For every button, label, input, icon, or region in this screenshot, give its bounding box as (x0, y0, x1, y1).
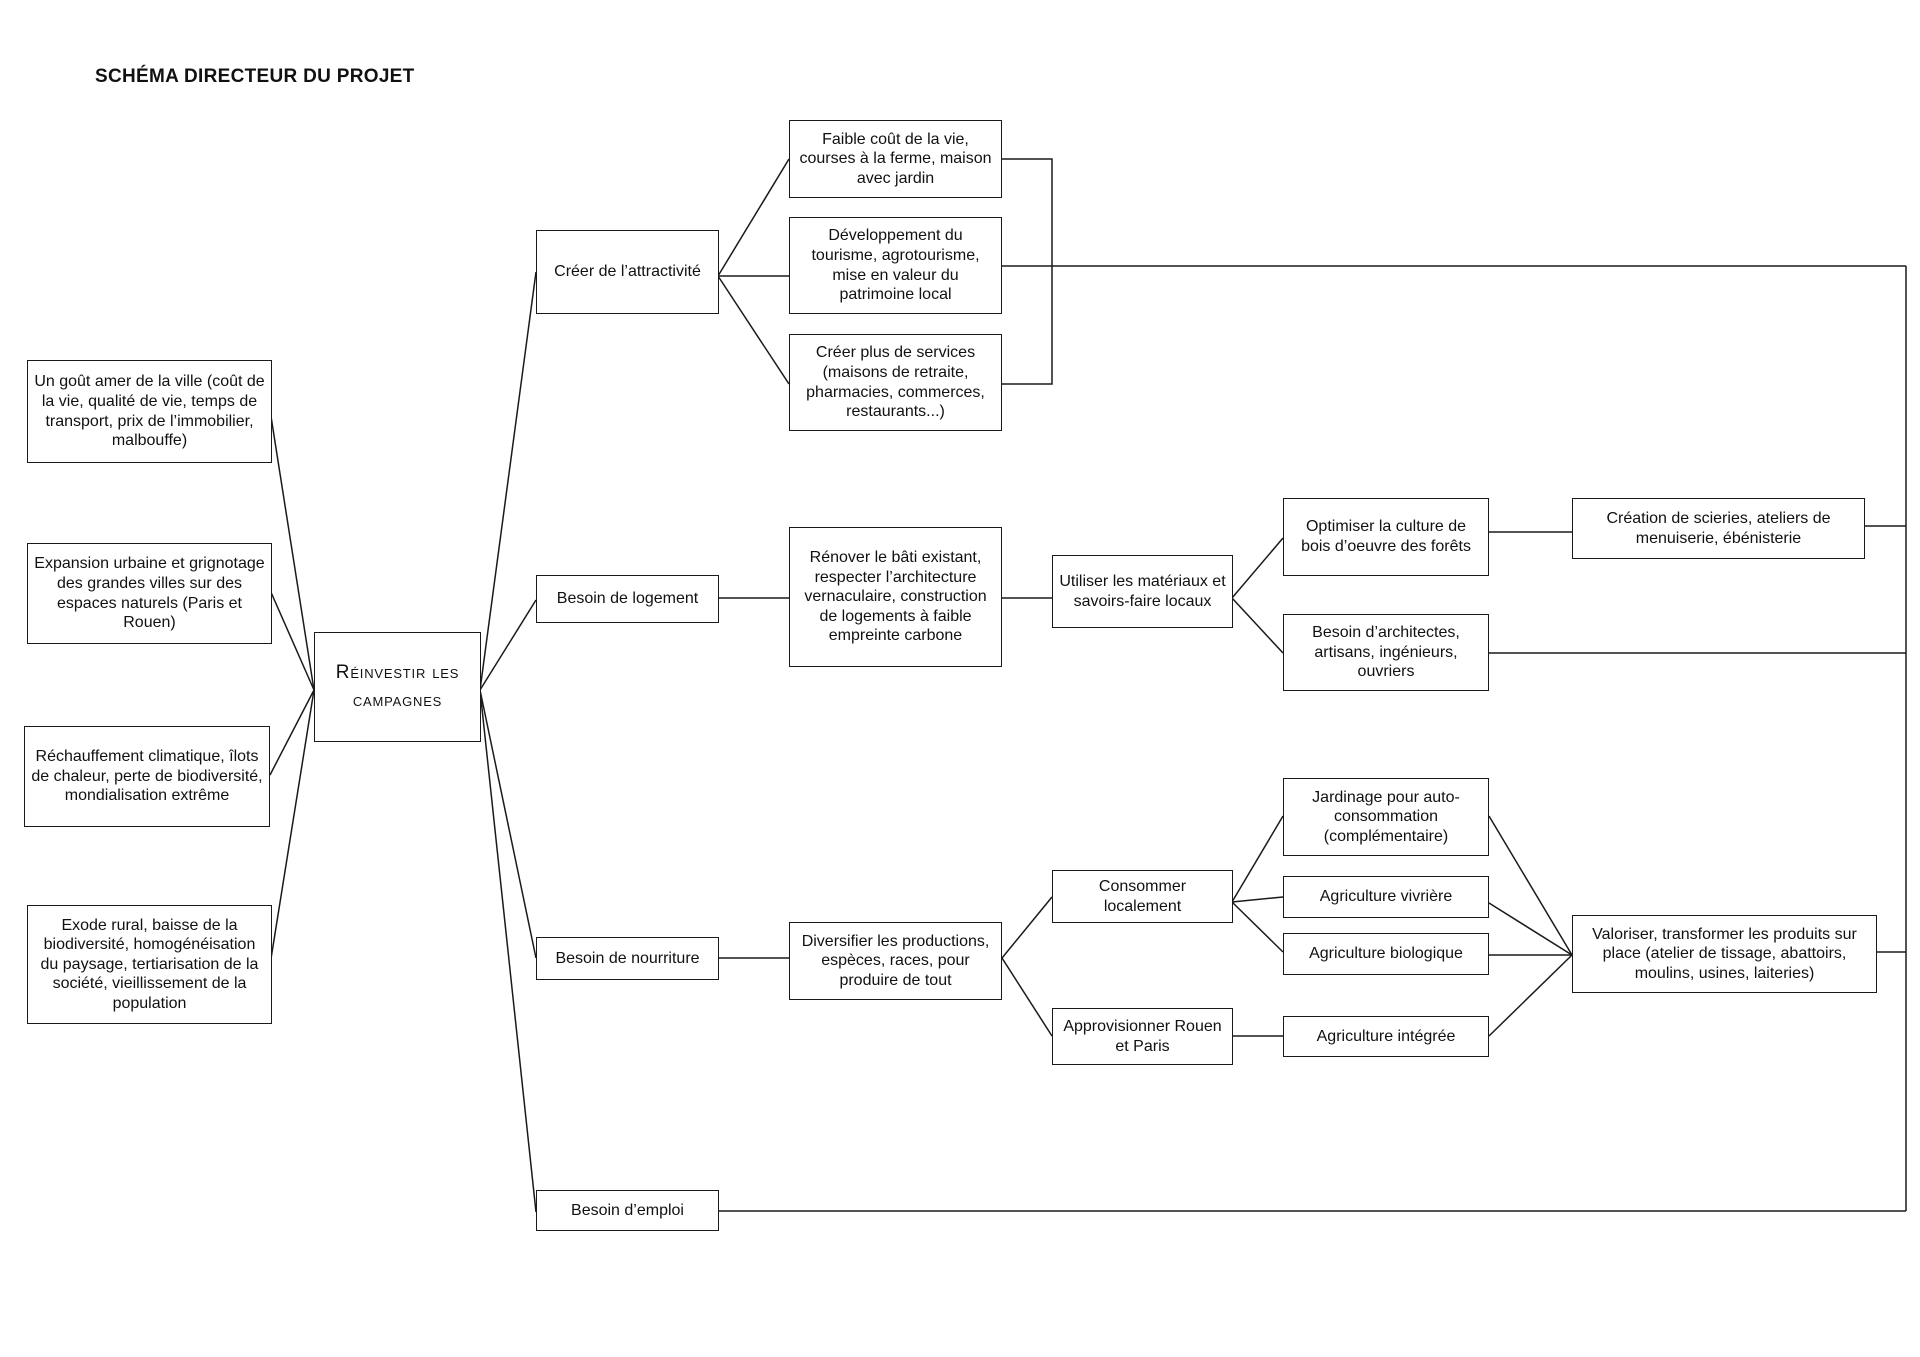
node-besoin-logement: Besoin de logement (536, 575, 719, 623)
link-attract-cout (717, 158, 790, 277)
node-label: Créer plus de services (maisons de retra… (806, 344, 985, 421)
link-central-attract (479, 271, 537, 691)
node-label: Réchauffement climatique, îlots de chale… (31, 748, 263, 805)
node-jardinage: Jardinage pour auto-consommation (complé… (1283, 778, 1489, 856)
node-label: Un goût amer de la ville (coût de la vie… (34, 373, 265, 450)
node-label: Utiliser les matériaux et savoirs-faire … (1059, 572, 1226, 610)
node-agriculture-integree: Agriculture intégrée (1283, 1016, 1489, 1057)
node-label: Consommer localement (1098, 877, 1187, 915)
node-creer-attractivite: Créer de l’attractivité (536, 230, 719, 314)
link-cause1-central (269, 409, 315, 691)
node-label: Besoin de logement (556, 590, 699, 608)
link-consommer-jardinage (1231, 815, 1284, 903)
node-optimiser-bois: Optimiser la culture de bois d’oeuvre de… (1283, 498, 1489, 576)
link-attract-services (717, 275, 790, 385)
node-agriculture-vivriere: Agriculture vivrière (1283, 876, 1489, 918)
node-consommer-localement: Consommer localement (1052, 870, 1233, 923)
link-consommer-bio (1231, 901, 1284, 953)
link-vivriere-valoriser (1488, 902, 1573, 956)
page-title: SCHÉMA DIRECTEUR DU PROJET (95, 66, 415, 87)
node-label: Diversifier les productions, espèces, ra… (801, 932, 990, 989)
node-valoriser-produits: Valoriser, transformer les produits sur … (1572, 915, 1877, 993)
link-jardinage-valoriser (1488, 815, 1573, 956)
node-developpement-tourisme: Développement du tourisme, agrotourisme,… (789, 217, 1002, 314)
link-central-nourriture (479, 689, 537, 959)
link-central-emploi (479, 689, 537, 1213)
node-label: Besoin d’emploi (571, 1201, 684, 1219)
node-cause-gout-amer: Un goût amer de la ville (coût de la vie… (27, 360, 272, 463)
node-label: Agriculture vivrière (1319, 888, 1453, 906)
node-faible-cout-vie: Faible coût de la vie, courses à la ferm… (789, 120, 1002, 198)
node-besoin-nourriture: Besoin de nourriture (536, 937, 719, 980)
link-diversifier-consommer (1001, 896, 1053, 959)
node-approvisionner-rouen-paris: Approvisionner Rouen et Paris (1052, 1008, 1233, 1065)
node-label: Valoriser, transformer les produits sur … (1592, 925, 1857, 982)
node-label: Création de scieries, ateliers de menuis… (1606, 509, 1831, 547)
node-diversifier-productions: Diversifier les productions, espèces, ra… (789, 922, 1002, 1000)
node-utiliser-materiaux: Utiliser les matériaux et savoirs-faire … (1052, 555, 1233, 628)
node-label: Faible coût de la vie, courses à la ferm… (799, 130, 992, 187)
node-label: Besoin d’architectes, artisans, ingénieu… (1312, 624, 1460, 681)
node-cause-rechauffement: Réchauffement climatique, îlots de chale… (24, 726, 270, 827)
node-renover-bati: Rénover le bâti existant, respecter l’ar… (789, 527, 1002, 667)
node-label: Besoin de nourriture (555, 949, 700, 967)
link-materiaux-architectes (1231, 597, 1284, 654)
node-label: Créer de l’attractivité (554, 263, 701, 281)
link-materiaux-bois (1231, 537, 1284, 599)
node-cause-expansion-urbaine: Expansion urbaine et grignotage des gran… (27, 543, 272, 644)
node-besoin-emploi: Besoin d’emploi (536, 1190, 719, 1231)
node-creer-services: Créer plus de services (maisons de retra… (789, 334, 1002, 431)
node-label: Expansion urbaine et grignotage des gran… (34, 555, 265, 632)
node-besoin-architectes: Besoin d’architectes, artisans, ingénieu… (1283, 614, 1489, 691)
node-label: Agriculture biologique (1309, 945, 1463, 963)
link-cause3-central (269, 689, 315, 776)
link-cause4-central (269, 689, 315, 966)
node-cause-exode-rural: Exode rural, baisse de la biodiversité, … (27, 905, 272, 1024)
attract-bracket (1002, 158, 1053, 385)
node-label: Réinvestir les campagnes (335, 662, 460, 711)
link-diversifier-approvisionner (1001, 957, 1053, 1037)
node-central-reinvestir: Réinvestir les campagnes (314, 632, 481, 742)
link-central-logement (479, 599, 537, 691)
node-label: Rénover le bâti existant, respecter l’ar… (804, 549, 987, 645)
node-label: Approvisionner Rouen et Paris (1063, 1017, 1222, 1055)
node-label: Jardinage pour auto-consommation (complé… (1312, 788, 1460, 845)
node-label: Optimiser la culture de bois d’oeuvre de… (1301, 518, 1471, 555)
node-label: Agriculture intégrée (1316, 1027, 1456, 1045)
link-integree-valoriser (1488, 954, 1573, 1037)
link-cause2-central (269, 589, 315, 691)
node-agriculture-biologique: Agriculture biologique (1283, 933, 1489, 975)
link-consommer-vivriere (1231, 896, 1284, 903)
node-label: Exode rural, baisse de la biodiversité, … (40, 916, 259, 1012)
node-creation-scieries: Création de scieries, ateliers de menuis… (1572, 498, 1865, 559)
node-label: Développement du tourisme, agrotourisme,… (811, 227, 980, 304)
